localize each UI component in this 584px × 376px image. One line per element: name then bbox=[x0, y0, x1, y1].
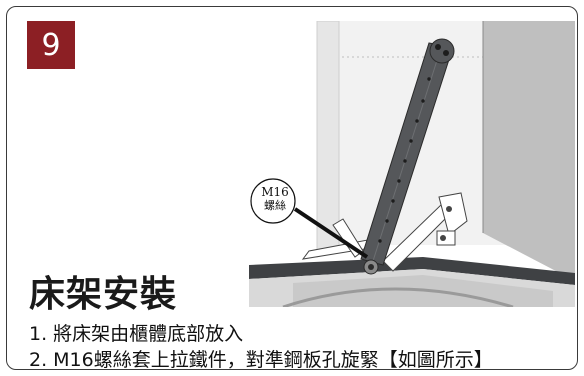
plate-hole bbox=[415, 119, 419, 123]
instruction-item: 2. M16螺絲套上拉鐵件，對準鋼板孔旋緊【如圖所示】 bbox=[29, 349, 493, 370]
plate-top-hole bbox=[443, 50, 449, 56]
instruction-list: 1. 將床架由櫃體底部放入 2. M16螺絲套上拉鐵件，對準鋼板孔旋緊【如圖所示… bbox=[29, 321, 493, 370]
instruction-card: 9 bbox=[6, 6, 578, 370]
plate-hole bbox=[409, 139, 413, 143]
cabinet-left-edge bbox=[316, 21, 340, 258]
callout-line-2: 螺絲 bbox=[264, 199, 286, 212]
plate-hole bbox=[397, 179, 401, 183]
base-rail bbox=[249, 257, 575, 285]
bed-frame-curve bbox=[282, 287, 514, 307]
callout-line-1: M16 bbox=[261, 185, 289, 199]
assembly-illustration bbox=[249, 21, 575, 307]
section-title: 床架安裝 bbox=[29, 274, 178, 315]
plate-hole bbox=[421, 99, 425, 103]
mount-bolt bbox=[440, 235, 446, 241]
instruction-item: 1. 將床架由櫃體底部放入 bbox=[29, 323, 244, 345]
plate-hole bbox=[378, 239, 382, 243]
plate-hole bbox=[427, 77, 431, 81]
gas-spring-bracket bbox=[438, 192, 468, 236]
plate-hole bbox=[391, 199, 395, 203]
plate-highlight bbox=[372, 50, 441, 262]
callout-circle bbox=[250, 178, 296, 224]
bracket-bolt bbox=[446, 206, 452, 212]
plate-hole bbox=[403, 159, 407, 163]
plate-top-end bbox=[429, 38, 455, 64]
step-number-badge: 9 bbox=[27, 21, 75, 69]
plate-hole bbox=[385, 219, 389, 223]
cabinet-side-panel bbox=[483, 21, 575, 281]
callout-pointer bbox=[293, 207, 369, 259]
callout-label: M16 螺絲 bbox=[253, 185, 297, 213]
plate-top-hole bbox=[435, 44, 441, 50]
m16-bolt-center bbox=[368, 264, 374, 270]
